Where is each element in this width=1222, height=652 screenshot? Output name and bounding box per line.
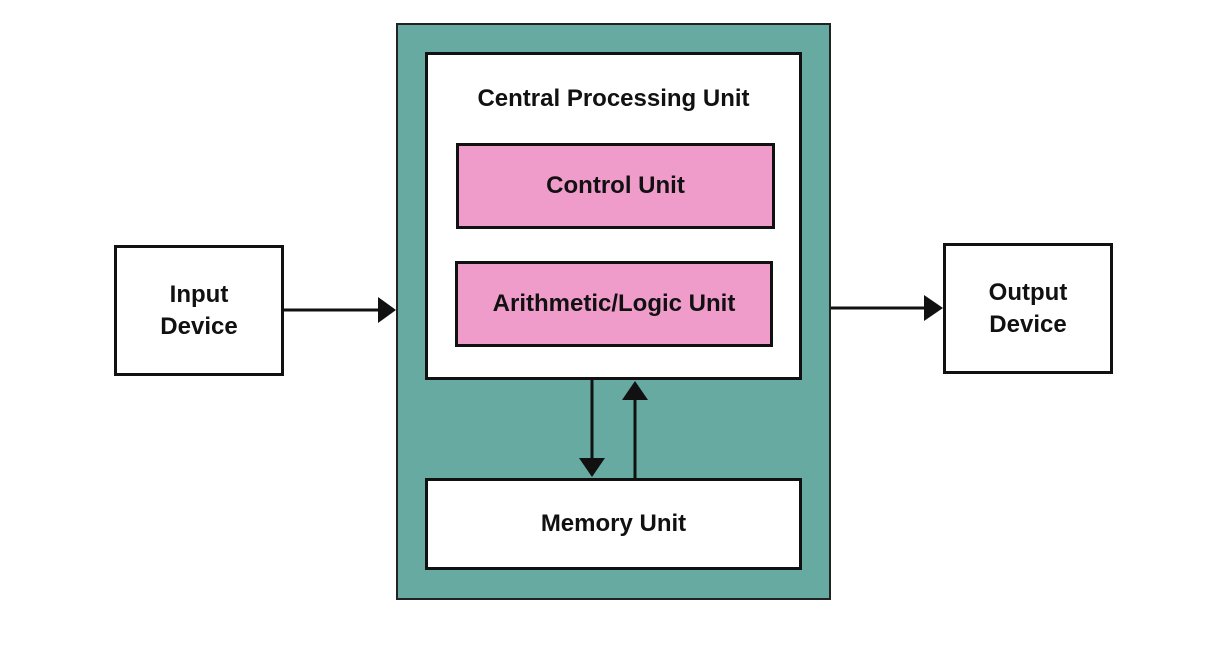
input-device-box: Input Device (114, 245, 284, 376)
memory-unit-label: Memory Unit (540, 510, 687, 537)
arrowhead-input-to-system (378, 297, 396, 323)
alu-box: Arithmetic/Logic Unit (455, 261, 773, 347)
input-device-label: Input Device (160, 280, 238, 340)
cpu-title: Central Processing Unit (477, 85, 750, 112)
control-unit-box: Control Unit (456, 143, 775, 229)
memory-unit-box: Memory Unit (425, 478, 802, 570)
output-device-label: Output Device (988, 278, 1068, 338)
alu-label: Arithmetic/Logic Unit (492, 290, 736, 317)
arrowhead-system-to-output (924, 295, 943, 321)
output-device-box: Output Device (943, 243, 1113, 374)
control-unit-label: Control Unit (546, 172, 685, 199)
